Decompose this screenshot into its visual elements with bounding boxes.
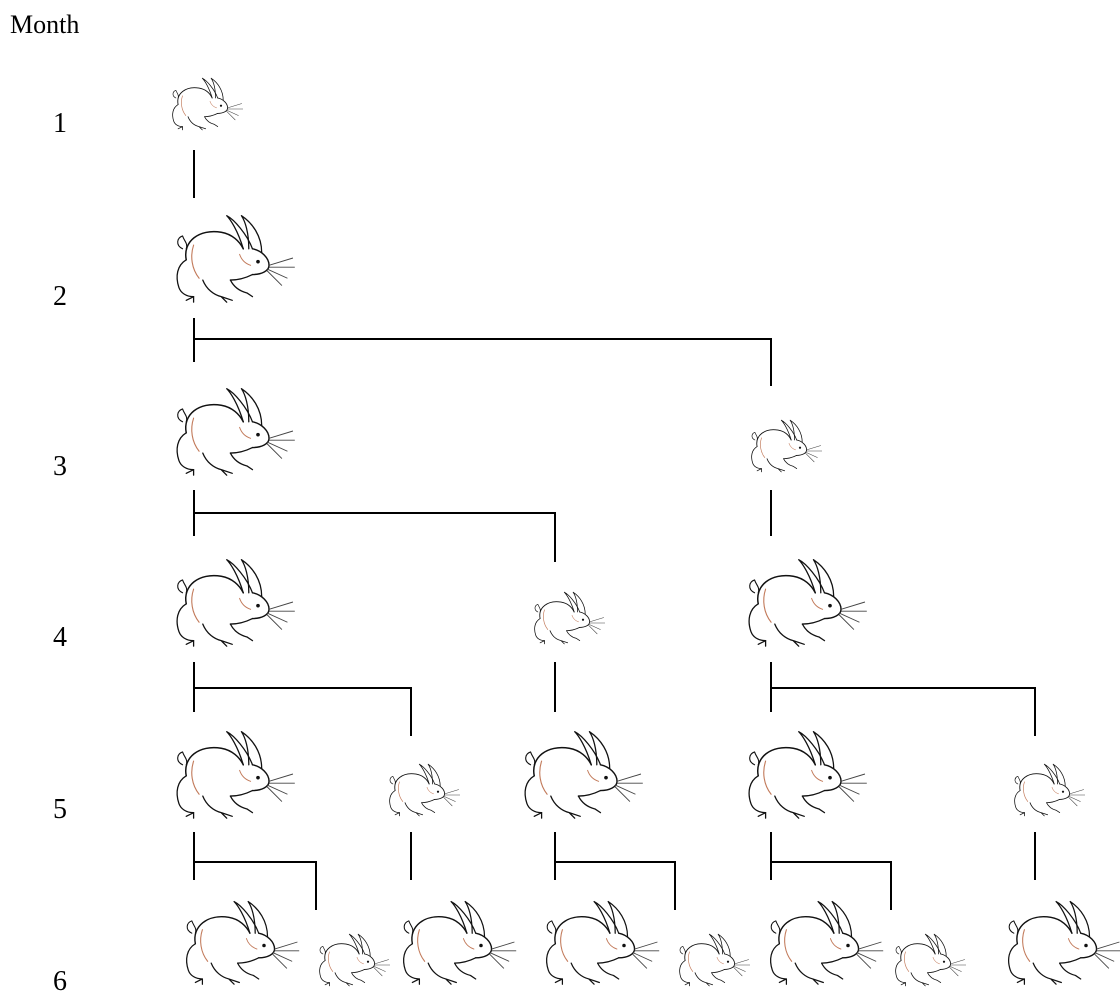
adult-rabbit-icon — [547, 902, 660, 985]
adult-rabbit-icon — [187, 902, 300, 985]
adult-rabbit-icon — [749, 560, 867, 646]
month-label-4: 4 — [53, 622, 67, 653]
adult-rabbit-icon — [177, 732, 295, 818]
adult-rabbit-icon — [404, 902, 517, 985]
young-rabbit-icon — [535, 592, 605, 644]
young-rabbit-icon — [320, 934, 390, 986]
month-label-2: 2 — [53, 281, 67, 312]
month-label-5: 5 — [53, 794, 67, 825]
month-label-1: 1 — [53, 108, 67, 139]
month-axis-title: Month — [10, 10, 79, 39]
adult-rabbit-icon — [771, 902, 884, 985]
young-rabbit-icon — [390, 764, 460, 816]
adult-rabbit-icon — [749, 732, 867, 818]
adult-rabbit-icon — [177, 560, 295, 646]
month-label-3: 3 — [53, 451, 67, 482]
young-rabbit-icon — [680, 934, 750, 986]
young-rabbit-icon — [752, 420, 822, 472]
young-rabbit-icon — [1015, 764, 1085, 816]
month-label-6: 6 — [53, 966, 67, 993]
young-rabbit-icon — [896, 934, 966, 986]
adult-rabbit-icon — [177, 216, 295, 302]
branch-connectors — [194, 150, 1035, 910]
adult-rabbit-icon — [1009, 902, 1120, 985]
adult-rabbit-icon — [177, 389, 295, 475]
young-rabbit-icon — [173, 78, 243, 130]
adult-rabbit-icon — [525, 732, 643, 818]
